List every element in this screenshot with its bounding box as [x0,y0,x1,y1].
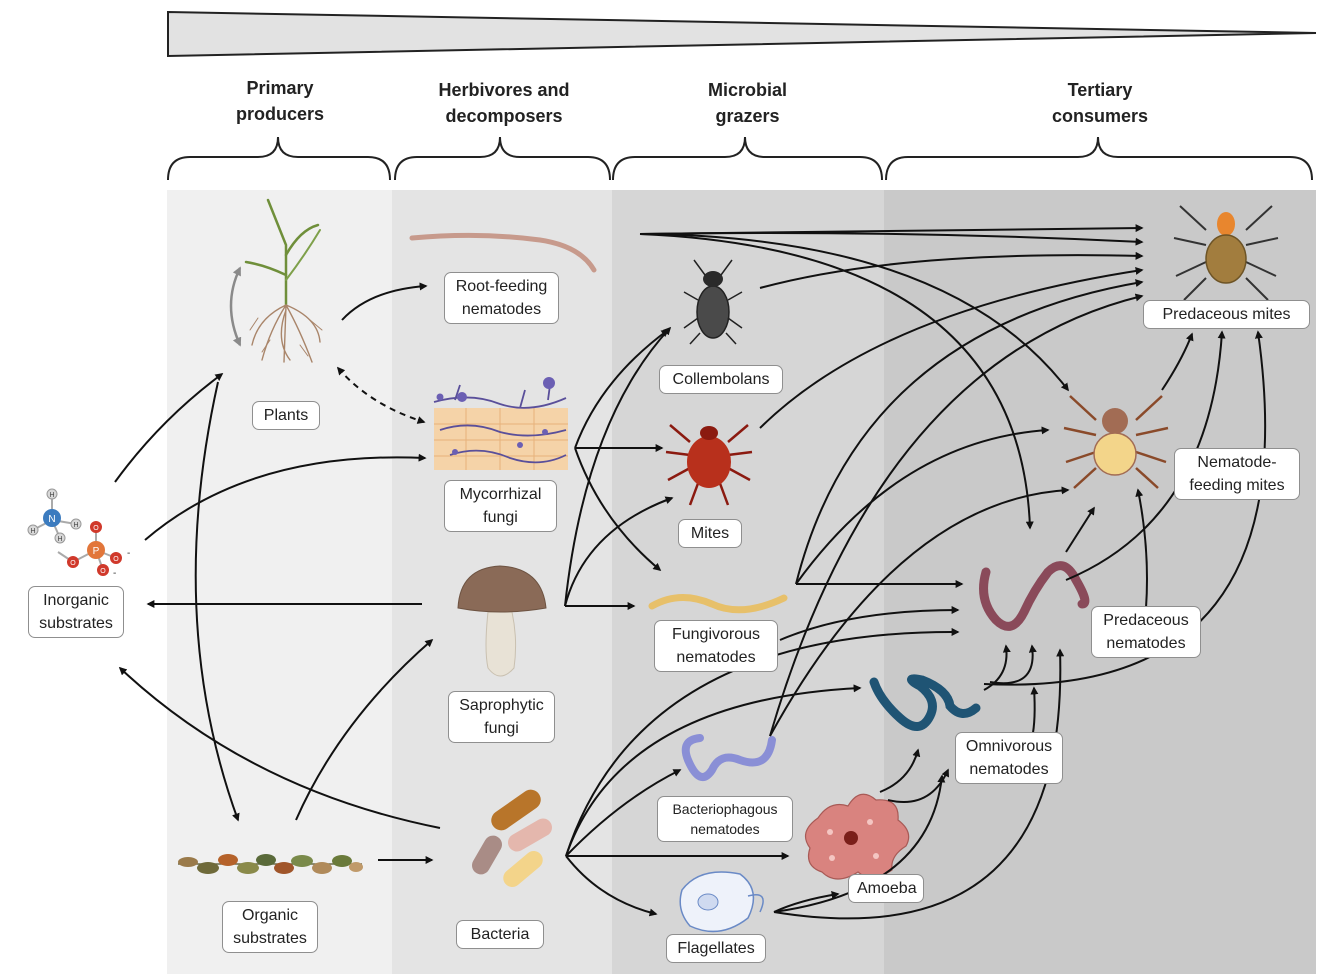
dashed-arrow-plants-mycorrhizal [336,366,426,424]
label-plants: Plants [252,401,320,430]
label-collembolans: Collembolans [659,365,783,394]
collembolan-icon [683,259,743,345]
saprophytic-fungi-icon [457,565,547,677]
label-bacteria: Bacteria [456,920,544,949]
mite-icon [665,424,753,506]
molecule-h: H [49,492,54,499]
molecule-o: O [70,560,76,567]
arrows [114,224,1267,920]
molecule-o: O [113,556,119,563]
label-predaceous-mites: Predaceous mites [1143,300,1310,329]
label-mites: Mites [678,519,742,548]
nematode-feeding-mite-icon [1063,395,1169,489]
root-feeding-nematode-icon [409,232,597,273]
molecule-p: P [93,546,100,557]
amoeba-icon [804,793,910,880]
molecule-icon: N P H H H H O O O O - - [27,488,130,579]
header-braces [167,136,1313,181]
predaceous-mite-icon [1173,205,1279,301]
molecule-h: H [73,522,78,529]
label-flagellates: Flagellates [666,934,766,963]
molecule-n: N [48,514,55,525]
fungivorous-nematode-icon [648,593,788,614]
bacteriophagous-nematode-icon [681,734,776,781]
plant-cycle-arrow [229,266,242,347]
label-nematode-feeding-mites: Nematode-feeding mites [1174,448,1300,500]
leaf-litter-icon [178,854,363,874]
molecule-o: O [100,568,106,575]
omnivorous-nematode-icon [869,674,981,731]
flagellate-icon [679,871,764,933]
predaceous-nematode-icon [979,561,1090,631]
mycorrhizal-fungi-icon [433,377,568,470]
trophic-wedge [167,10,1317,58]
bacteria-icon [472,789,552,887]
molecule-charge: - [113,568,116,579]
molecule-charge: - [127,548,130,559]
band-primary-producers [167,190,392,974]
plant-icon [244,198,323,363]
molecule-h: H [57,536,62,543]
molecule-o: O [93,525,99,532]
molecule-h: H [30,528,35,535]
label-amoeba: Amoeba [848,874,924,903]
